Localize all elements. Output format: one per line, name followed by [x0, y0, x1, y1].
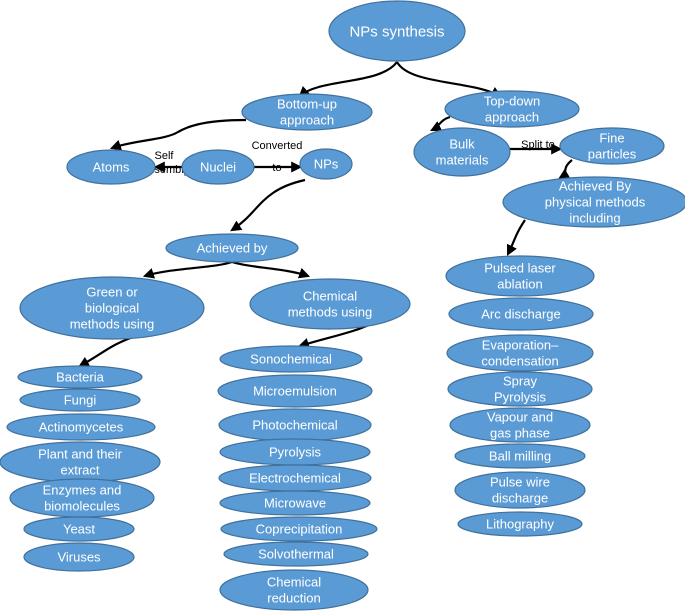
- edge-nps-achievedby: [230, 178, 306, 232]
- node-root-label: NPs synthesis: [349, 23, 444, 40]
- node-viruses: Viruses: [23, 542, 135, 572]
- edge-root-topdown: [396, 61, 502, 98]
- node-coprecipitation: Coprecipitation: [220, 516, 378, 542]
- node-photochemical: Photochemical: [218, 408, 372, 442]
- node-fungi: Fungi: [19, 388, 141, 412]
- node-microemulsion: Microemulsion: [217, 374, 373, 408]
- node-achieved-by: Achieved by: [165, 233, 299, 263]
- node-sonochemical-label: Sonochemical: [250, 352, 332, 367]
- node-actinomycetes-label: Actinomycetes: [39, 420, 124, 435]
- node-ball-milling-label: Ball milling: [489, 449, 551, 464]
- node-electrochemical-label: Electrochemical: [249, 471, 341, 486]
- node-bacteria-label: Bacteria: [56, 370, 104, 385]
- node-pyrolysis-label: Pyrolysis: [269, 445, 322, 460]
- node-solvothermal: Solvothermal: [223, 541, 369, 567]
- node-lithography-label: Lithography: [486, 517, 554, 532]
- edge-fine-physical: [558, 159, 573, 180]
- node-electrochemical: Electrochemical: [218, 464, 372, 492]
- node-solvothermal-label: Solvothermal: [258, 547, 334, 562]
- node-bacteria: Bacteria: [17, 365, 143, 389]
- node-lithography: Lithography: [457, 511, 583, 537]
- node-sonochemical: Sonochemical: [219, 345, 363, 373]
- edge-green-bacteria: [78, 334, 137, 368]
- node-arc-discharge: Arc discharge: [448, 297, 594, 331]
- node-ball-milling: Ball milling: [454, 443, 586, 469]
- node-evaporation: Evaporation–condensation: [446, 334, 594, 372]
- node-root: NPs synthesis: [328, 0, 466, 62]
- node-microemulsion-label: Microemulsion: [253, 384, 337, 399]
- node-arc-discharge-label: Arc discharge: [481, 307, 560, 322]
- node-actinomycetes: Actinomycetes: [6, 413, 156, 441]
- node-microwave-label: Microwave: [264, 496, 326, 511]
- node-viruses-label: Viruses: [57, 550, 101, 565]
- node-pyrolysis: Pyrolysis: [219, 438, 371, 466]
- edge-topdown-bulk: [430, 115, 451, 131]
- node-nuclei: Nuclei: [181, 149, 255, 185]
- node-fungi-label: Fungi: [64, 393, 97, 408]
- edge-achievedby-green: [142, 260, 233, 279]
- node-coprecipitation-label: Coprecipitation: [256, 522, 343, 537]
- node-atoms-label: Atoms: [93, 160, 130, 175]
- edge-achievedby-chemical: [231, 260, 311, 279]
- node-evaporation-label: Evaporation–condensation: [481, 338, 559, 369]
- edge-root-bottomup: [298, 61, 398, 98]
- node-nps-label: NPs: [314, 157, 339, 172]
- node-atoms: Atoms: [66, 149, 156, 185]
- edges: [78, 61, 573, 368]
- node-yeast-label: Yeast: [63, 522, 95, 537]
- edge-bottomup-atoms: [109, 118, 247, 151]
- node-nps: NPs: [299, 148, 353, 180]
- node-photochemical-label: Photochemical: [252, 418, 337, 433]
- node-microwave: Microwave: [219, 490, 371, 516]
- node-nuclei-label: Nuclei: [200, 160, 236, 175]
- edge-physical-pulsedlaser: [507, 219, 526, 256]
- node-achieved-by-label: Achieved by: [197, 241, 268, 256]
- node-yeast: Yeast: [23, 516, 135, 542]
- edge-label-split-to: Split to: [521, 139, 555, 151]
